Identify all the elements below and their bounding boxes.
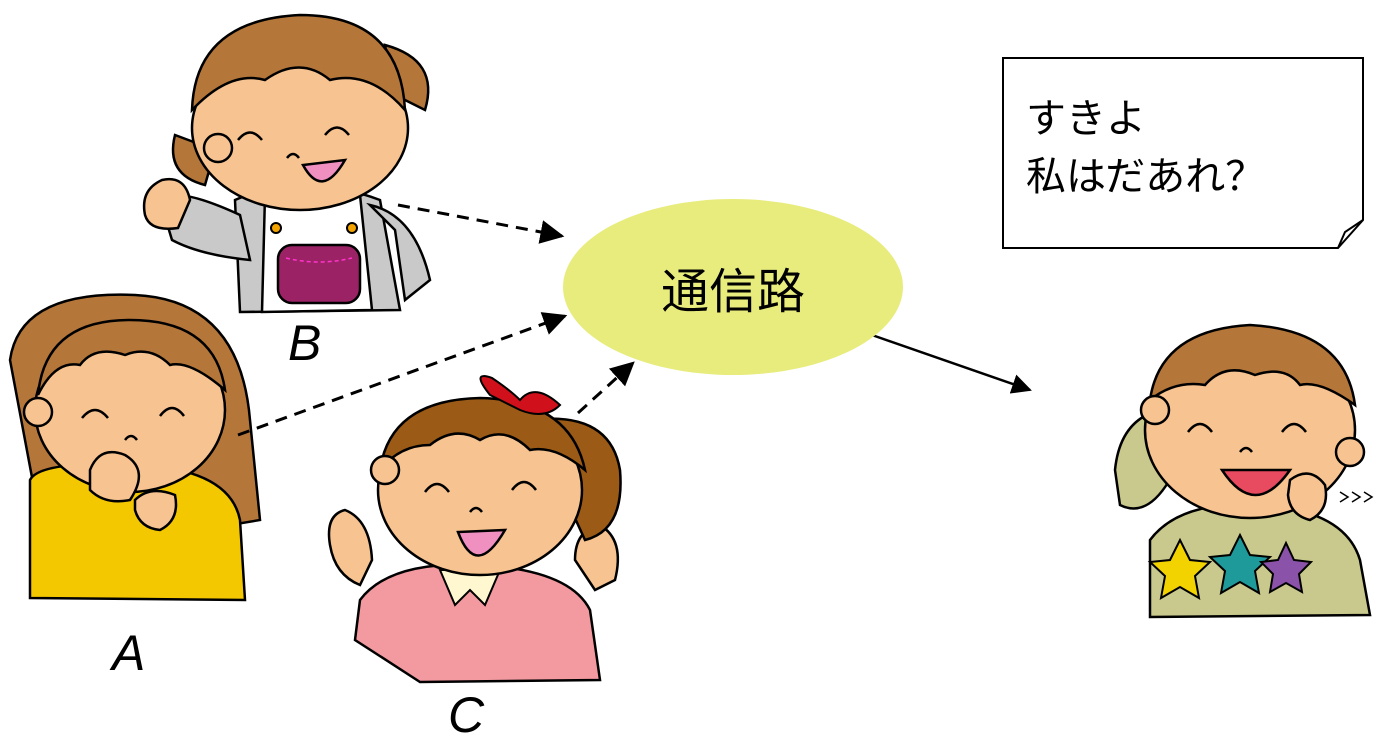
receiver-child-illustration <box>1113 323 1374 619</box>
arrow-a-to-channel <box>237 312 568 437</box>
note-line-2: 私はだあれ？ <box>1026 154 1266 200</box>
channel-label: 通信路 <box>660 264 805 320</box>
sender-b-label: B <box>288 315 322 371</box>
arrow-channel-to-receiver <box>871 333 1032 394</box>
message-note-box <box>1002 57 1364 249</box>
channel-ellipse <box>563 199 903 375</box>
child-a-illustration <box>8 293 262 602</box>
sender-c-label: C <box>448 687 485 743</box>
child-c-illustration <box>327 375 622 684</box>
note-line-1: すきよ <box>1026 96 1146 142</box>
arrow-c-to-channel <box>576 361 635 415</box>
message-note-text: すきよ 私はだあれ？ <box>1026 90 1356 206</box>
child-b-illustration <box>142 13 432 314</box>
note-folded-corner <box>1337 219 1364 249</box>
sender-a-label: A <box>112 625 146 681</box>
arrow-b-to-channel <box>397 203 565 244</box>
